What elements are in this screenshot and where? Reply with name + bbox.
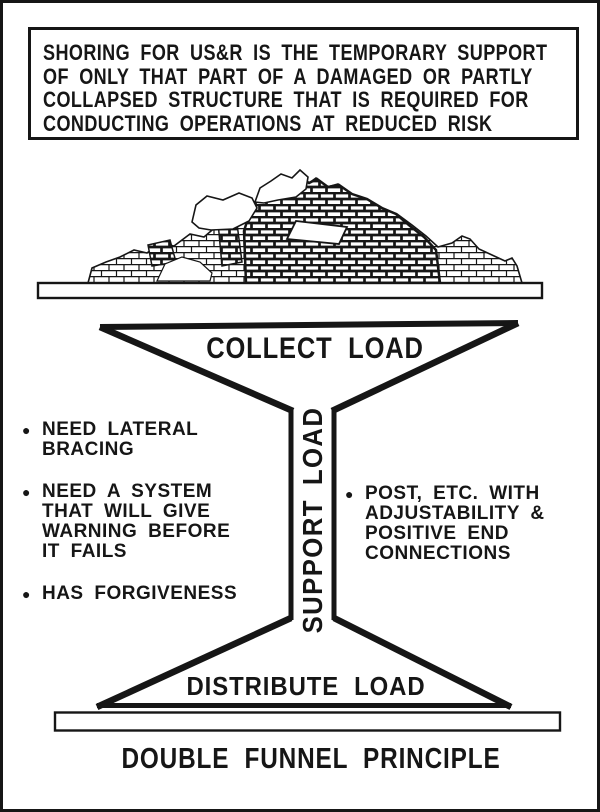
- list-item: ● POST, ETC. WITH ADJUSTABILITY & POSITI…: [345, 484, 575, 564]
- support-load-label: SUPPORT LOAD: [297, 406, 328, 634]
- diagram-title: DOUBLE FUNNEL PRINCIPLE: [121, 743, 501, 775]
- right-requirements-list: ● POST, ETC. WITH ADJUSTABILITY & POSITI…: [345, 484, 575, 586]
- definition-text: SHORING FOR US&R IS THE TEMPORARY SUPPOR…: [43, 40, 548, 136]
- bullet-text: NEED LATERAL BRACING: [41, 419, 199, 460]
- concrete-chunk: [191, 192, 258, 231]
- list-item: ● NEED A SYSTEM THAT WILL GIVE WARNING B…: [22, 482, 277, 562]
- rubble-void: [156, 256, 213, 282]
- debris-platform: [36, 281, 544, 300]
- tilted-slab: [285, 220, 349, 245]
- rubble-pile-illustration: [86, 168, 524, 285]
- bullet-icon: ●: [345, 486, 354, 502]
- collect-load-label: COLLECT LOAD: [206, 332, 424, 365]
- bullet-text: HAS FORGIVENESS: [41, 583, 238, 604]
- list-item: ● NEED LATERAL BRACING: [22, 420, 277, 460]
- left-requirements-list: ● NEED LATERAL BRACING ● NEED A SYSTEM T…: [22, 420, 277, 626]
- definition-box: SHORING FOR US&R IS THE TEMPORARY SUPPOR…: [28, 27, 579, 140]
- bullet-icon: ●: [22, 586, 31, 602]
- concrete-chunk: [253, 168, 309, 204]
- distribute-load-label: DISTRIBUTE LOAD: [186, 671, 426, 701]
- ground-slab: [53, 711, 562, 732]
- bullet-text: POST, ETC. WITH ADJUSTABILITY & POSITIVE…: [364, 483, 545, 564]
- bullet-icon: ●: [22, 422, 31, 438]
- list-item: ● HAS FORGIVENESS: [22, 584, 277, 604]
- bullet-text: NEED A SYSTEM THAT WILL GIVE WARNING BEF…: [41, 481, 231, 562]
- double-funnel-outline: [95, 320, 520, 710]
- bullet-icon: ●: [22, 484, 31, 500]
